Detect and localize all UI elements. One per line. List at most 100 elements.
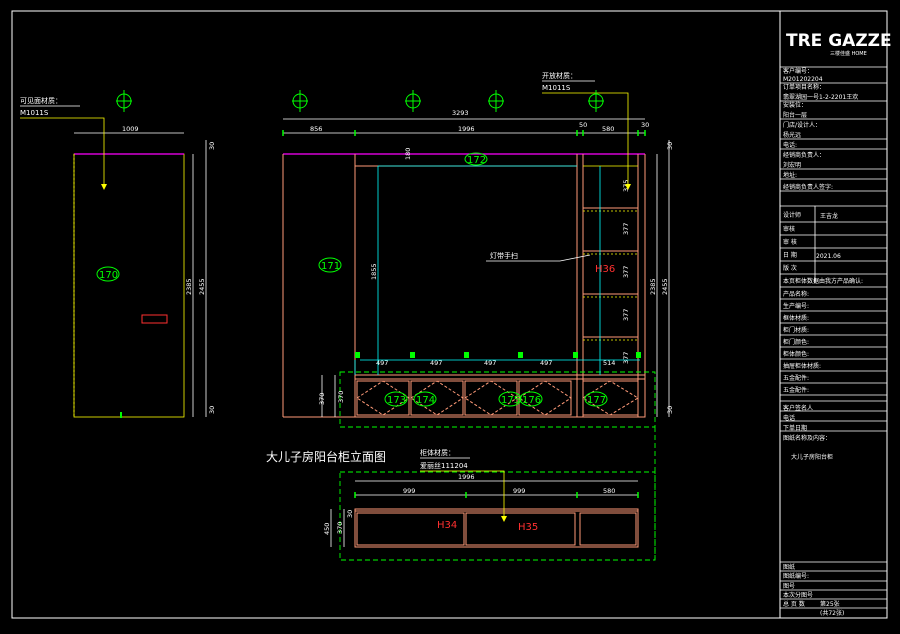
total-pages: (共72张) xyxy=(820,609,844,617)
dim-top-30: 30 xyxy=(641,121,649,129)
title-block-row-10: 刘宏明 xyxy=(783,161,801,169)
dim-top-856: 856 xyxy=(310,125,322,133)
bottom-row-0: 客户签名人 xyxy=(783,404,813,412)
title-block: TRE GAZZE 三楼佳盛 HOME 客户编号：M201202204订单项目名… xyxy=(779,10,892,619)
check-label: 审 核 xyxy=(783,238,797,246)
dim-plan-999b: 999 xyxy=(513,487,525,495)
dim-right-top-gap: 30 xyxy=(666,142,674,150)
plan-view: H34 H35 1996 999 999 580 450 370 30 柜体材质… xyxy=(323,448,656,561)
product-row-1: 生产编号: xyxy=(783,302,809,310)
note-visible-material: 可见面材质： xyxy=(20,96,62,105)
note-open-material: 开放材质： xyxy=(542,71,577,80)
dim-plan-370: 370 xyxy=(336,522,344,534)
title-block-row-12: 经销商负责人签字: xyxy=(783,183,833,191)
dim-plan-999a: 999 xyxy=(403,487,415,495)
dim-drawer-1: 497 xyxy=(376,359,388,367)
footer-row-0: 图纸 xyxy=(783,563,795,571)
title-block-row-5: 阳台一层 xyxy=(783,111,807,119)
note-visible-code: M1011S xyxy=(20,109,49,117)
dim-top-1996: 1996 xyxy=(458,125,475,133)
dim-left-bottom-gap: 30 xyxy=(208,406,216,414)
footer-row-2: 图号 xyxy=(783,583,795,590)
dim-left-height-2: 2455 xyxy=(198,278,206,295)
title-block-row-3: 翡翠湖园一号1-2-2201王欢 xyxy=(783,93,858,101)
product-row-6: 抽屉柜体材质: xyxy=(783,362,821,370)
footer-row-4: 总 页 数 xyxy=(783,600,805,608)
note-cabinet-code: 爱丽丝111204 xyxy=(420,461,468,470)
dim-drawer-4: 497 xyxy=(540,359,552,367)
page-number: 第25张 xyxy=(820,600,840,608)
tag-171: 171 xyxy=(321,261,340,272)
designer-label: 设计师 xyxy=(783,211,801,219)
product-row-5: 柜体颜色: xyxy=(783,350,809,358)
product-row-3: 柜门材质: xyxy=(783,326,809,334)
product-row-4: 柜门颜色: xyxy=(783,338,809,346)
dim-left-height-1: 2385 xyxy=(185,278,193,295)
bottom-row-2: 下单日期 xyxy=(783,424,807,432)
title-block-row-0: 客户编号： xyxy=(783,67,813,75)
dim-plan-30: 30 xyxy=(346,510,354,518)
note-cabinet-material: 柜体材质： xyxy=(420,448,455,457)
title-block-row-1: M201202204 xyxy=(783,76,823,83)
product-row-7: 五金配件: xyxy=(783,374,809,382)
version-label: 版 次 xyxy=(783,264,797,272)
tag-172: 172 xyxy=(467,155,486,166)
tag-170: 170 xyxy=(99,270,118,281)
title-block-row-7: 杨光远 xyxy=(783,131,801,139)
company-logo-sub: 三楼佳盛 HOME xyxy=(830,50,867,57)
footer-row-3: 本次分图号 xyxy=(783,591,813,599)
drawing-main-title: 大儿子房阳台柜立面图 xyxy=(266,449,386,464)
dim-plan-1996: 1996 xyxy=(458,473,475,481)
bottom-row-1: 电话 xyxy=(783,414,795,422)
date-value: 2021.06 xyxy=(816,253,841,260)
dim-plan-580: 580 xyxy=(603,487,615,495)
dim-inner-top: 180 xyxy=(404,148,412,160)
note-open-code: M1011S xyxy=(542,84,571,92)
tag-173: 173 xyxy=(387,395,406,406)
dim-drawer-front: 370 xyxy=(337,391,345,403)
tag-176: 176 xyxy=(522,395,541,406)
dim-top-50: 50 xyxy=(579,121,587,129)
handle-box xyxy=(141,314,168,324)
dim-shelf-2: 377 xyxy=(622,223,630,235)
dim-right-bottom-gap: 30 xyxy=(666,406,674,414)
dim-left-top-gap: 30 xyxy=(208,142,216,150)
title-block-row-6: 门店/设计人： xyxy=(783,121,821,129)
tag-174: 174 xyxy=(416,395,435,406)
dim-right-height-2: 2455 xyxy=(661,278,669,295)
title-block-row-11: 地址: xyxy=(783,171,797,179)
title-block-row-4: 安装位： xyxy=(783,101,807,109)
product-row-0: 产品名称: xyxy=(783,290,809,298)
dim-drawer-3: 497 xyxy=(484,359,496,367)
dim-total-width: 3293 xyxy=(452,109,469,117)
date-label: 日 期 xyxy=(783,251,797,259)
review-label: 审核 xyxy=(783,225,795,233)
title-block-row-9: 经销商负责人： xyxy=(783,151,825,159)
main-elevation: 1855 180 375 377 377 377 377 497 497 497… xyxy=(282,71,674,560)
dim-drawer-5: 514 xyxy=(603,359,615,367)
dim-drawer-2: 497 xyxy=(430,359,442,367)
product-row-2: 框体材质: xyxy=(783,314,809,322)
dim-inner-height: 1855 xyxy=(370,263,378,280)
dim-plan-450: 450 xyxy=(323,523,331,535)
scope-label: 本页柜体数据由我方产品确认: xyxy=(783,277,863,285)
dim-shelf-3: 377 xyxy=(622,266,630,278)
tag-177: 177 xyxy=(587,395,606,406)
handle-h35: H35 xyxy=(518,522,538,533)
dim-left-width: 1009 xyxy=(122,125,139,133)
product-row-8: 五金配件: xyxy=(783,386,809,394)
company-logo: TRE GAZZE xyxy=(786,31,892,51)
dim-top-580: 580 xyxy=(602,125,614,133)
dim-right-height-1: 2385 xyxy=(649,278,657,295)
dim-shelf-5: 377 xyxy=(622,352,630,364)
note-light: 灯带手扫 xyxy=(490,251,518,260)
footer-row-1: 图纸编号: xyxy=(783,572,809,580)
designer-name: 王吉龙 xyxy=(820,212,838,220)
left-elevation: 170 1009 2385 2455 30 30 可见面材质： M1011S xyxy=(20,90,216,418)
tag-175: 175 xyxy=(501,395,520,406)
title-block-row-2: 订单项目名称： xyxy=(783,83,825,91)
drawing-name-label: 图纸名称及内容： xyxy=(783,434,831,442)
dim-shelf-4: 377 xyxy=(622,309,630,321)
handle-h36: H36 xyxy=(595,264,615,275)
